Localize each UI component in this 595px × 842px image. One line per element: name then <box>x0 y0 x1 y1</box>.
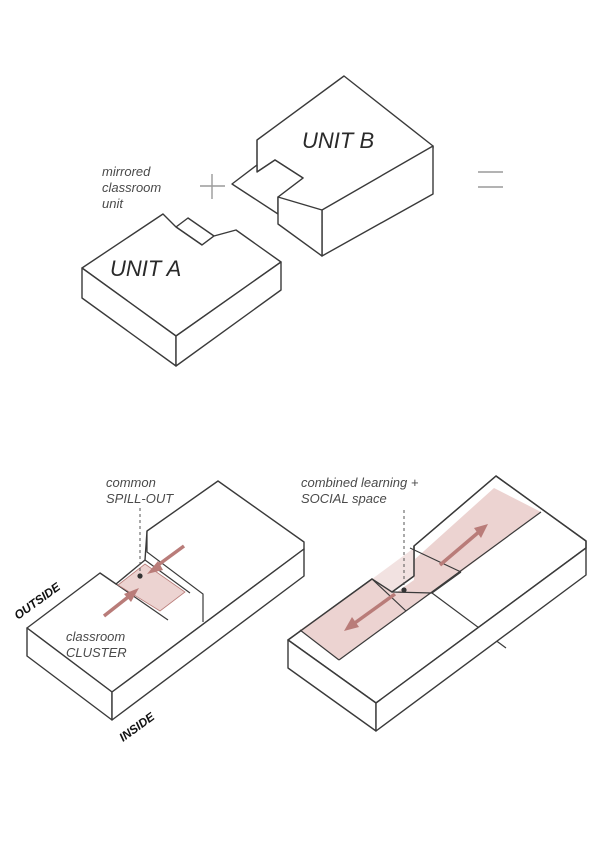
unit-b-label: UNIT B <box>302 128 374 153</box>
cluster-label-line-1: classroom <box>66 629 125 644</box>
spill-out-zone <box>117 563 186 612</box>
spill-arrow-in-right <box>147 544 186 574</box>
combined-arrow-right <box>438 524 488 567</box>
unit-a-block: UNIT A <box>81 213 282 367</box>
spill-arrow-in-left <box>102 588 139 618</box>
unit-b-block: UNIT B <box>231 75 434 257</box>
combined-leader-dot <box>401 587 407 593</box>
inside-label: INSIDE <box>117 709 158 744</box>
mirrored-label-line-3: unit <box>102 196 124 211</box>
combined-label-line-2: SOCIAL space <box>301 491 387 506</box>
combined-label-line-1: combined learning + <box>301 475 419 490</box>
spill-label-line-1: common <box>106 475 156 490</box>
cluster-block <box>26 480 305 721</box>
mirrored-label-line-2: classroom <box>102 180 161 195</box>
mirrored-label-line-1: mirrored <box>102 164 151 179</box>
cluster-label-line-2: CLUSTER <box>66 645 127 660</box>
combined-block <box>287 475 587 732</box>
spill-label-line-2: SPILL-OUT <box>106 491 174 506</box>
spill-leader-dot <box>137 573 143 579</box>
unit-a-label: UNIT A <box>110 256 181 281</box>
equals-sign <box>478 171 503 188</box>
plus-sign <box>200 174 225 199</box>
combined-arrow-left <box>344 592 397 631</box>
